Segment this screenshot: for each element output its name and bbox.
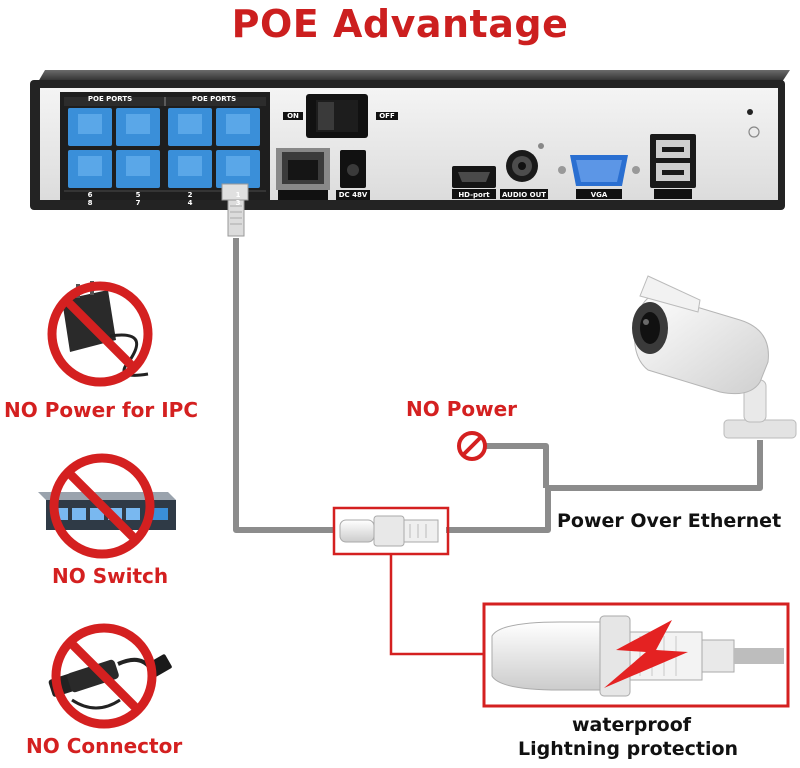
page-title: POE Advantage xyxy=(231,2,569,46)
poe-ports-label-1: POE PORTS xyxy=(87,95,133,103)
dc-label: DC 48V xyxy=(338,191,368,199)
no-connector-label: NO Connector xyxy=(26,734,183,758)
waterproof-detail-box xyxy=(482,602,790,708)
vga-label: VGA xyxy=(590,191,608,199)
waterproof-label: waterproof xyxy=(572,714,692,736)
switch-off-label: OFF xyxy=(376,112,398,120)
port-number: 3 xyxy=(235,199,241,207)
port-number: 1 xyxy=(235,191,241,199)
waterproof-connector-detail xyxy=(491,615,784,697)
no-power-label: NO Power xyxy=(406,397,518,421)
port-number: 7 xyxy=(135,199,141,207)
switch-on-label: ON xyxy=(283,112,303,120)
prohibition-sign-1 xyxy=(47,281,153,387)
callout-line xyxy=(389,554,484,656)
no-switch-label: NO Switch xyxy=(52,564,169,588)
port-number: 2 xyxy=(187,191,193,199)
lightning-protection-label: Lightning protection xyxy=(518,738,739,760)
port-number: 6 xyxy=(87,191,93,199)
prohibition-sign-2 xyxy=(49,453,155,559)
no-power-ipc-label: NO Power for IPC xyxy=(4,398,199,422)
bullet-camera-icon xyxy=(632,275,797,439)
port-number: 4 xyxy=(187,199,193,207)
poe-ports-label-2: POE PORTS xyxy=(191,95,237,103)
rj45-plug-nvr xyxy=(221,183,249,237)
no-power-small-icon xyxy=(457,431,487,461)
lightning-bolt-icon xyxy=(604,620,688,688)
port-number: 5 xyxy=(135,191,141,199)
power-over-ethernet-label: Power Over Ethernet xyxy=(557,510,782,532)
poe-port-grid xyxy=(68,108,260,188)
hdport-label: HD-port xyxy=(458,191,490,199)
audio-label: AUDIO OUT xyxy=(501,191,547,199)
cable-lines xyxy=(233,238,763,533)
port-number: 8 xyxy=(87,199,93,207)
prohibition-sign-3 xyxy=(51,623,157,729)
inline-connector xyxy=(339,515,439,547)
